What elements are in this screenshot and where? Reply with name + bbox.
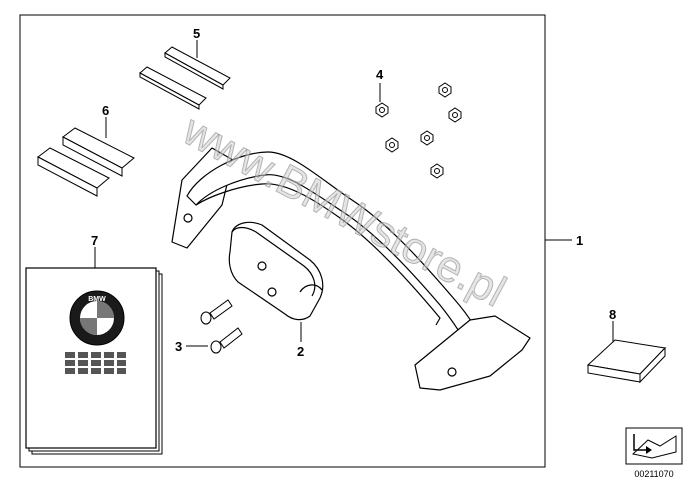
callout-3: 3 (175, 339, 182, 354)
part-8-pad[interactable] (586, 339, 667, 384)
part-6-pads[interactable] (37, 127, 135, 197)
diagram-corner-arrow-icon (625, 427, 683, 465)
callout-5: 5 (193, 26, 200, 41)
callout-8: 8 (609, 307, 616, 322)
diagram-number: 00211070 (634, 469, 673, 479)
bmw-roundel-icon (69, 290, 125, 346)
part-5-adhesive-strips[interactable] (139, 46, 231, 110)
part-1-grab-handle[interactable] (171, 147, 531, 391)
callout-6: 6 (102, 103, 109, 118)
watermark-text: www.BMWstore.pl (174, 105, 513, 316)
part-2-rubber-block[interactable] (228, 221, 324, 321)
callout-2: 2 (297, 344, 304, 359)
callout-1: 1 (576, 233, 583, 248)
part-3-screws[interactable] (200, 299, 243, 354)
diagram-frame (19, 14, 546, 468)
manual-logo-text: BMW (88, 296, 106, 303)
manual-flag-icons (65, 352, 126, 374)
callout-4: 4 (376, 67, 384, 82)
callout-7: 7 (91, 233, 98, 248)
part-4-hex-nuts[interactable] (375, 82, 462, 179)
